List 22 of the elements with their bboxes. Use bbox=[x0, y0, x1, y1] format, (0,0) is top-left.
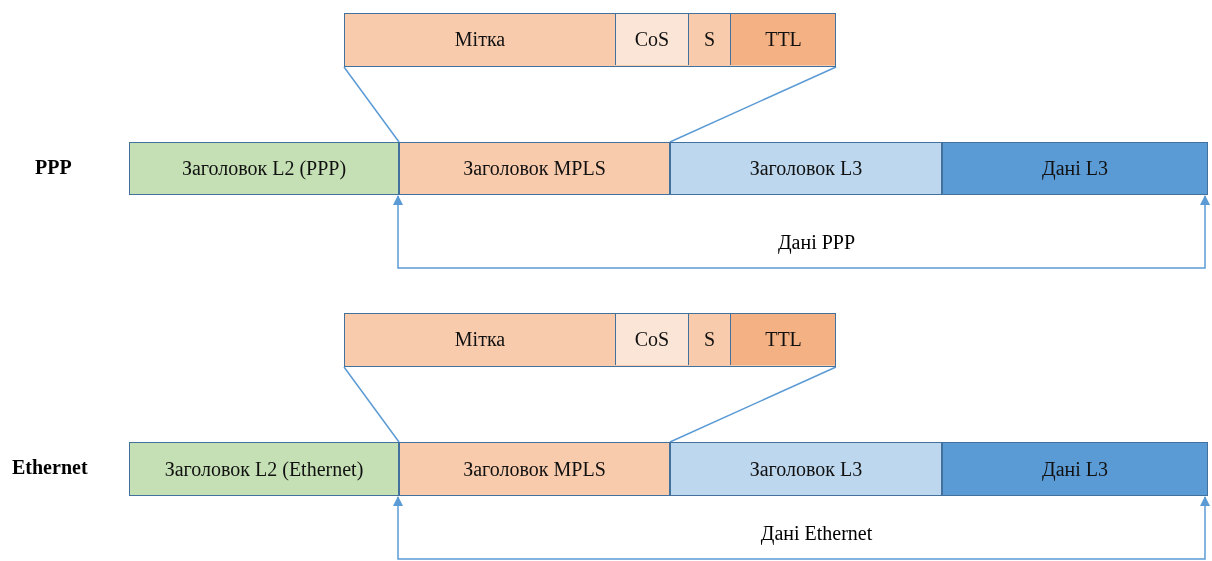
leader-line bbox=[669, 366, 837, 443]
header-field: Дані L3 bbox=[942, 142, 1208, 195]
header-field: Заголовок L2 (PPP) bbox=[129, 142, 399, 195]
label-stack-bar bbox=[344, 313, 836, 367]
header-field: CoS bbox=[616, 314, 689, 365]
header-field: Заголовок L2 (Ethernet) bbox=[129, 442, 399, 496]
leader-line bbox=[343, 366, 400, 443]
row-label: PPP bbox=[35, 156, 72, 179]
leader-line bbox=[669, 66, 837, 143]
row-label: Ethernet bbox=[12, 456, 88, 479]
header-field: Заголовок L3 bbox=[670, 142, 942, 195]
header-field: TTL bbox=[731, 14, 835, 65]
leader-line bbox=[343, 66, 400, 143]
header-field: Заголовок MPLS bbox=[399, 142, 670, 195]
label-stack-bar bbox=[344, 13, 836, 67]
arrow bbox=[392, 495, 1211, 560]
arrow bbox=[392, 194, 1211, 269]
header-field: Заголовок L3 bbox=[670, 442, 942, 496]
header-field: CoS bbox=[616, 14, 689, 65]
header-field: Заголовок MPLS bbox=[399, 442, 670, 496]
header-field: TTL bbox=[731, 314, 835, 365]
header-field: Дані L3 bbox=[942, 442, 1208, 496]
